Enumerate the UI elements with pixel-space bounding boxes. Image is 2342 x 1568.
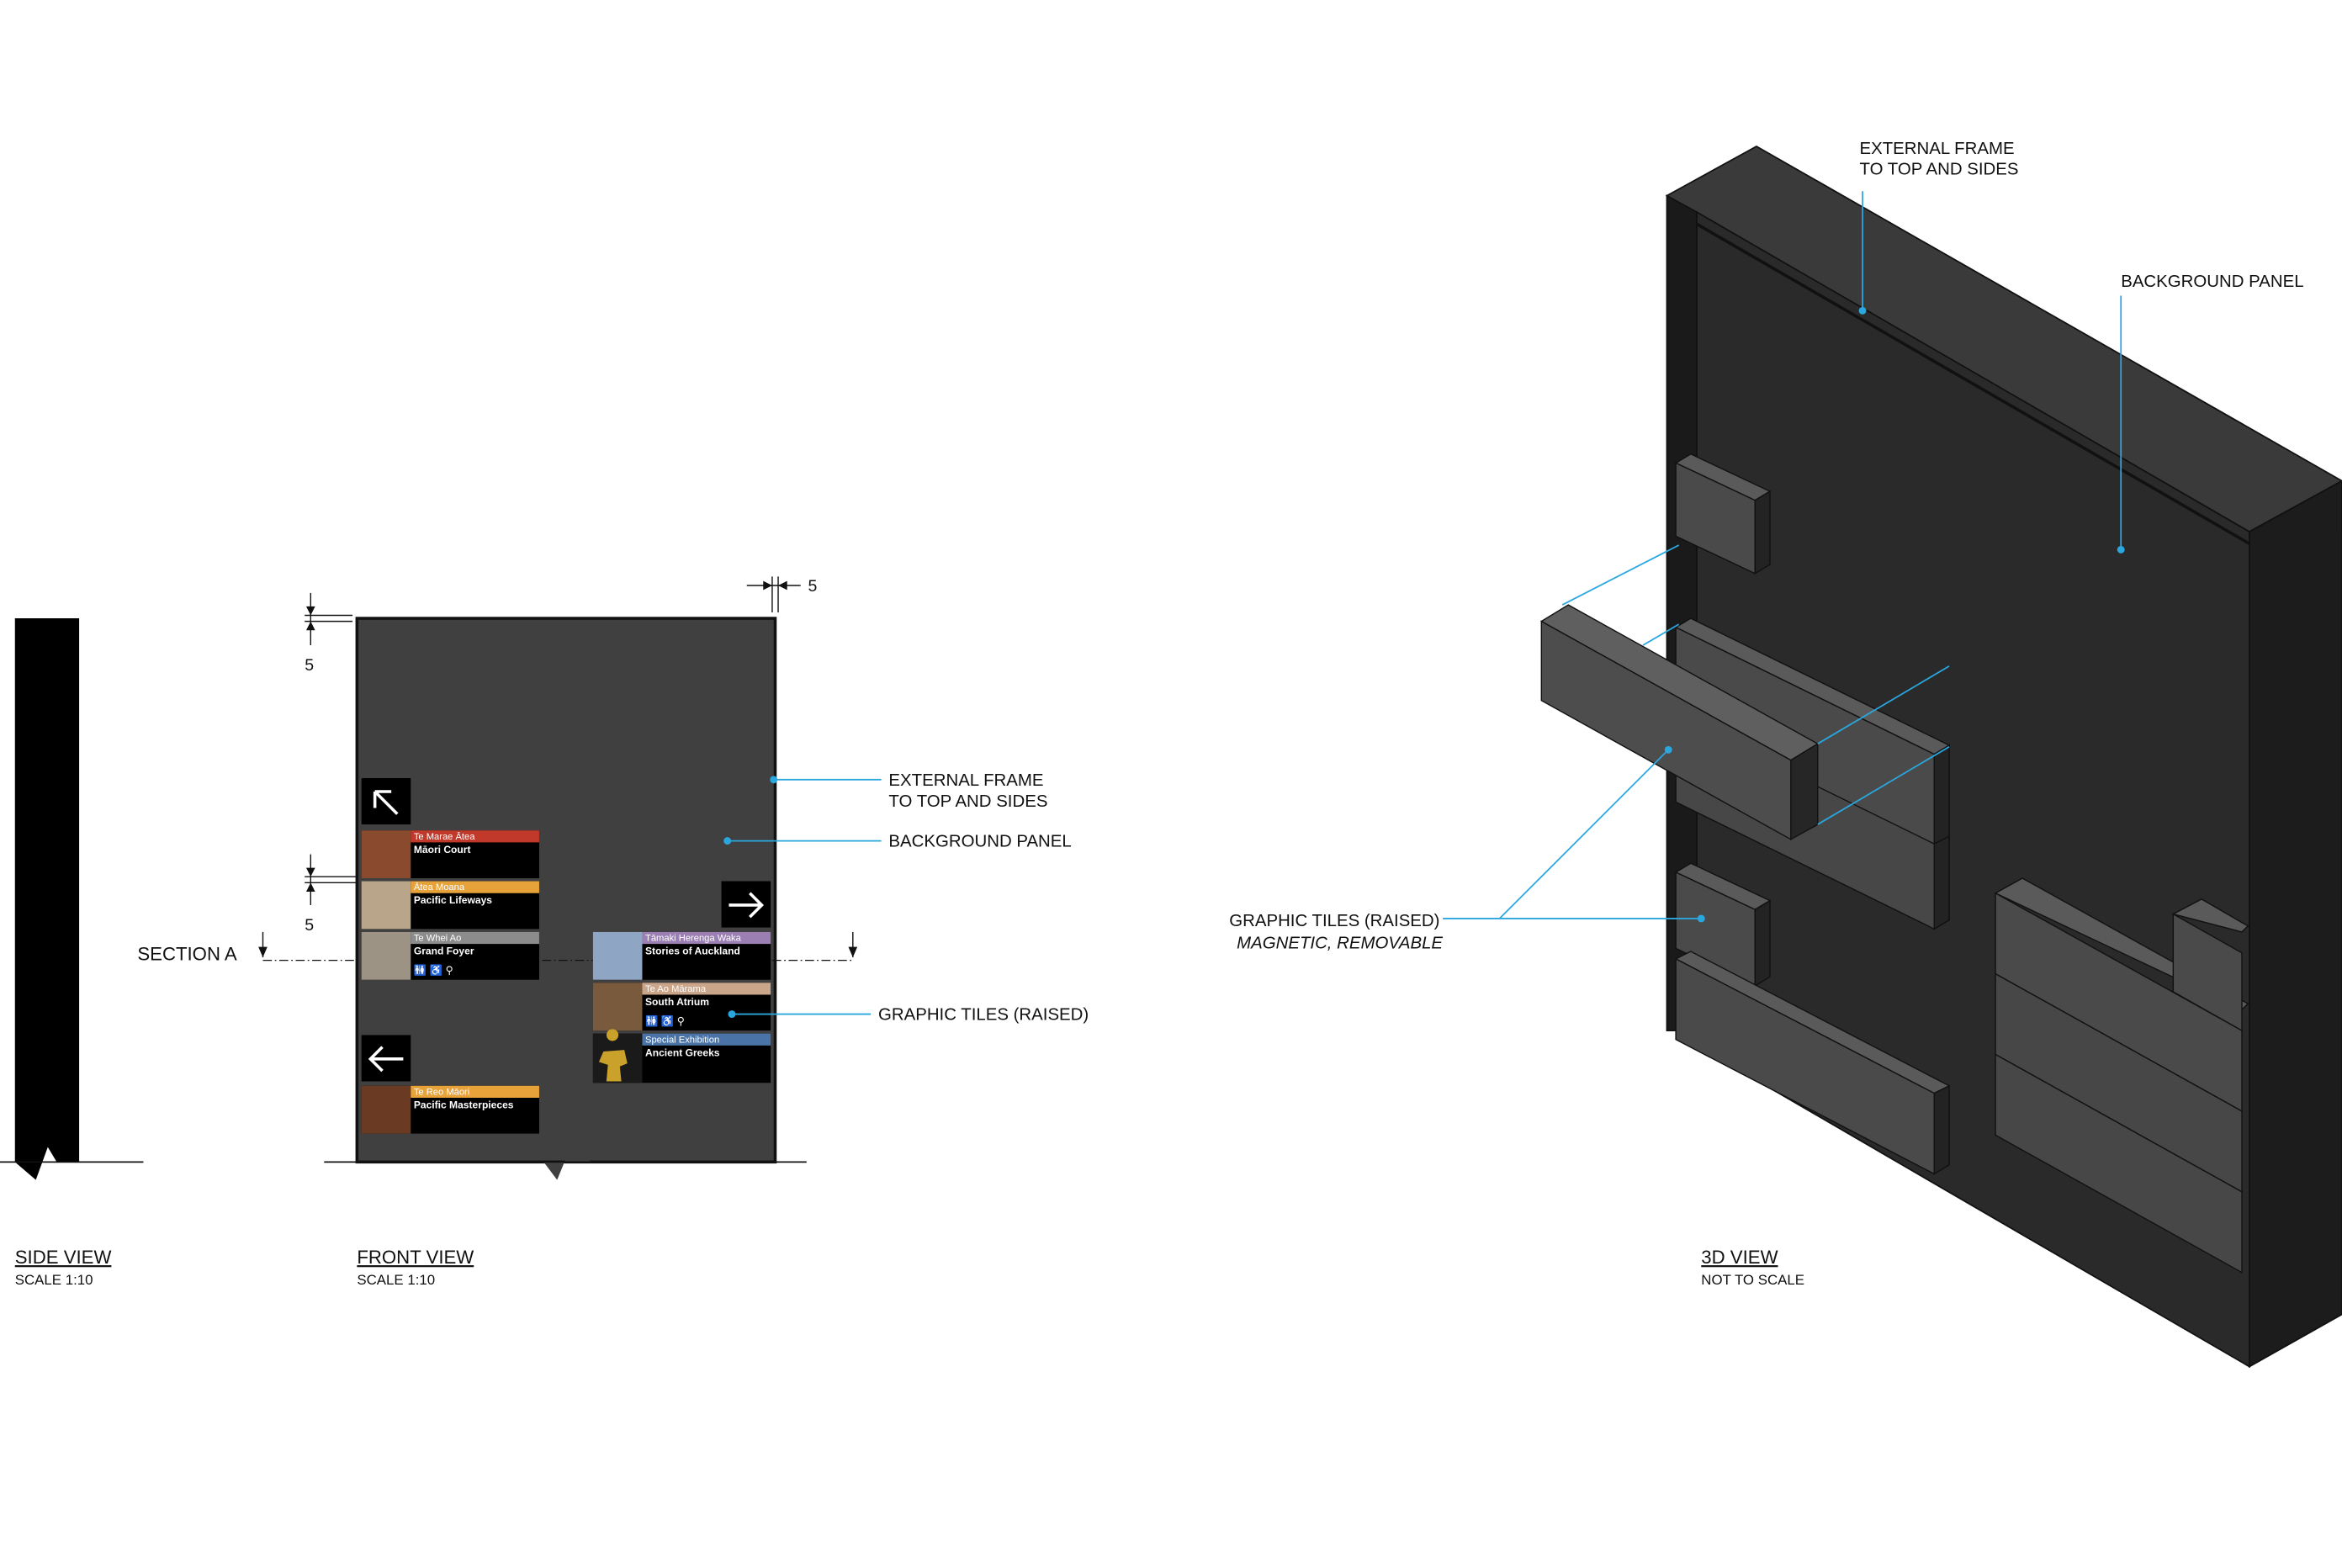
tile-sub-label: Te Ao Mārama (645, 984, 707, 994)
raised-tile-3d (2171, 898, 2249, 1032)
tile-band (411, 1085, 539, 1098)
tile-main-label: Pacific Masterpieces (414, 1099, 514, 1110)
front-callout-tiles: GRAPHIC TILES (RAISED) (728, 1006, 1089, 1025)
tile-main-label: South Atrium (645, 996, 709, 1008)
dim-side-frame-value: 5 (808, 577, 818, 596)
front-view-title: FRONT VIEW (357, 1247, 474, 1268)
three-d-callout-frame-line2: TO TOP AND SIDES (1859, 161, 2018, 179)
facility-icons: 🚻 ♿ ⚲ (645, 1014, 685, 1027)
dim-tile-gap-value: 5 (305, 916, 314, 935)
tile-sub-label: Special Exhibition (645, 1035, 719, 1045)
section-a-label: SECTION A (137, 944, 237, 965)
tile-photo (361, 931, 411, 980)
up-left-arrow-tile (361, 778, 411, 825)
tile-sub-label: Ātea Moana (414, 882, 465, 893)
left-arrow-tile (361, 1035, 411, 1082)
tile-band (642, 983, 771, 995)
front-callout-frame-line2: TO TOP AND SIDES (888, 792, 1047, 811)
tile-sub-label: Te Reo Māori (414, 1087, 469, 1097)
front-break-symbol (543, 1147, 592, 1180)
front-callout-tiles-label: GRAPHIC TILES (RAISED) (878, 1006, 1089, 1025)
dim-side-frame: 5 (746, 576, 818, 612)
tile-photo (361, 1085, 411, 1134)
tile-sub-label: Te Whei Ao (414, 934, 462, 944)
graphic-tile: Ātea Moana Pacific Lifeways (361, 881, 539, 930)
three-d-view-scale: NOT TO SCALE (1701, 1272, 1804, 1288)
tile-sub-label: Tāmaki Herenga Waka (645, 934, 742, 944)
right-arrow-tile (721, 881, 771, 928)
raised-tile-3d (1674, 951, 1951, 1175)
front-callout-background: BACKGROUND PANEL (723, 833, 1072, 851)
tile-main-label: Grand Foyer (414, 946, 474, 957)
tile-band (411, 830, 539, 843)
frame-inner-edge (1696, 222, 2250, 545)
three-d-callout-frame-line1: EXTERNAL FRAME (1859, 140, 2014, 158)
tile-main-label: Stories of Auckland (645, 946, 740, 957)
tile-band (411, 931, 539, 945)
side-view-title: SIDE VIEW (15, 1247, 112, 1268)
tile-main-label: Pacific Lifeways (414, 894, 492, 906)
three-d-view: EXTERNAL FRAME TO TOP AND SIDES BACKGROU… (1229, 140, 2342, 1369)
dim-top-frame: 5 (305, 592, 353, 675)
front-callout-background-label: BACKGROUND PANEL (888, 833, 1071, 851)
graphic-tile: Te Ao Mārama South Atrium 🚻 ♿ ⚲ (592, 983, 771, 1031)
three-d-callout-tiles: GRAPHIC TILES (RAISED) MAGNETIC, REMOVAB… (1229, 544, 1950, 952)
tile-main-label: Māori Court (414, 844, 471, 856)
tile-photo (361, 881, 411, 930)
three-d-view-title: 3D VIEW (1701, 1247, 1778, 1268)
graphic-tile: Special Exhibition Ancient Greeks (592, 1029, 771, 1083)
graphic-tile: Te Marae Ātea Māori Court (361, 830, 539, 878)
front-callout-frame-line1: EXTERNAL FRAME (888, 771, 1043, 790)
section-a-marker: SECTION A (137, 931, 858, 965)
dim-tile-gap: 5 (305, 854, 359, 935)
dim-top-frame-value: 5 (305, 656, 314, 675)
graphic-tile: Te Reo Māori Pacific Masterpieces (361, 1085, 539, 1134)
statue-icon (598, 1029, 628, 1082)
side-view-panel (14, 618, 80, 1180)
raised-tile-3d-exploded (1539, 604, 1820, 841)
tile-band (642, 1033, 771, 1046)
three-d-callout-background: BACKGROUND PANEL (2117, 273, 2304, 554)
up-left-arrow-icon (373, 790, 399, 815)
front-view: 5 5 5 SECTION A (137, 576, 1089, 1288)
tile-photo (361, 830, 411, 878)
right-arrow-icon (729, 892, 765, 919)
raised-tile-3d (1995, 1053, 2243, 1274)
left-arrow-icon (368, 1046, 404, 1073)
tile-band (642, 931, 771, 945)
tile-sub-label: Te Marae Ātea (414, 832, 475, 842)
three-d-callout-background-label: BACKGROUND PANEL (2121, 273, 2303, 291)
three-d-callout-tiles-line1: GRAPHIC TILES (RAISED) (1229, 912, 1439, 930)
tile-band (411, 881, 539, 893)
graphic-tile: Te Whei Ao Grand Foyer 🚻 ♿ ⚲ (361, 931, 539, 980)
tile-photo (592, 931, 643, 980)
facility-icons: 🚻 ♿ ⚲ (414, 964, 453, 977)
raised-tile-3d (1674, 453, 1772, 575)
three-d-callout-tiles-line2: MAGNETIC, REMOVABLE (1237, 934, 1443, 952)
side-view-scale: SCALE 1:10 (15, 1272, 93, 1288)
frame-right-face (2249, 479, 2342, 1369)
three-d-callout-frame: EXTERNAL FRAME TO TOP AND SIDES (1858, 140, 2019, 315)
front-view-scale: SCALE 1:10 (357, 1272, 435, 1288)
tile-photo (592, 983, 643, 1031)
graphic-tile: Tāmaki Herenga Waka Stories of Auckland (592, 931, 771, 980)
tile-main-label: Ancient Greeks (645, 1046, 720, 1058)
side-view: SIDE VIEW SCALE 1:10 (0, 618, 144, 1288)
front-callout-frame: EXTERNAL FRAME TO TOP AND SIDES (770, 771, 1047, 811)
